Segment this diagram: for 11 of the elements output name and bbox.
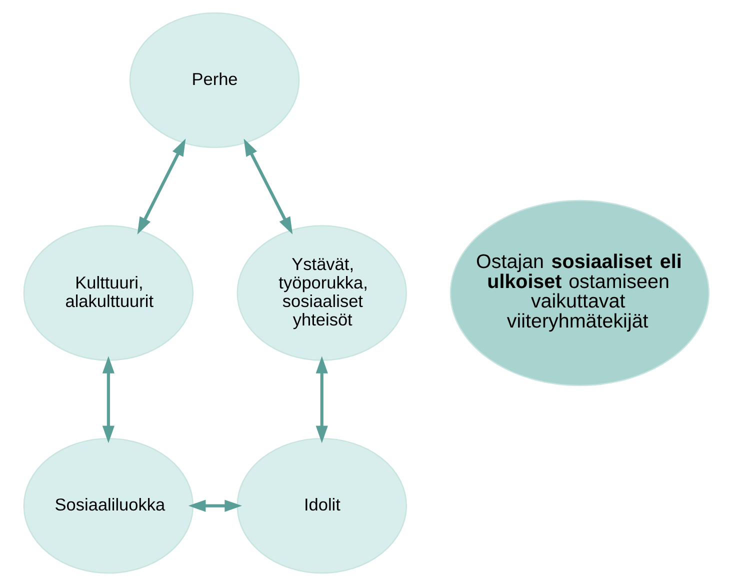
node-ellipse: Kulttuuri, alakulttuurit: [23, 225, 194, 361]
node-ellipse: Idolit: [236, 438, 407, 574]
node-ellipse: Ystävät, työporukka, sosiaaliset yhteisöt: [236, 225, 407, 361]
arrow: [102, 356, 114, 444]
arrow: [244, 138, 293, 234]
node-ellipse: Sosiaaliluokka: [23, 438, 194, 574]
arrow: [316, 356, 328, 444]
arrow: [137, 138, 186, 234]
arrow: [188, 500, 242, 512]
node-ellipse: Ostajan sosiaaliset eli ulkoiset ostamiseen vaikuttavat viiteryhmätekijät: [450, 200, 710, 386]
node-ellipse: Perhe: [129, 12, 300, 148]
